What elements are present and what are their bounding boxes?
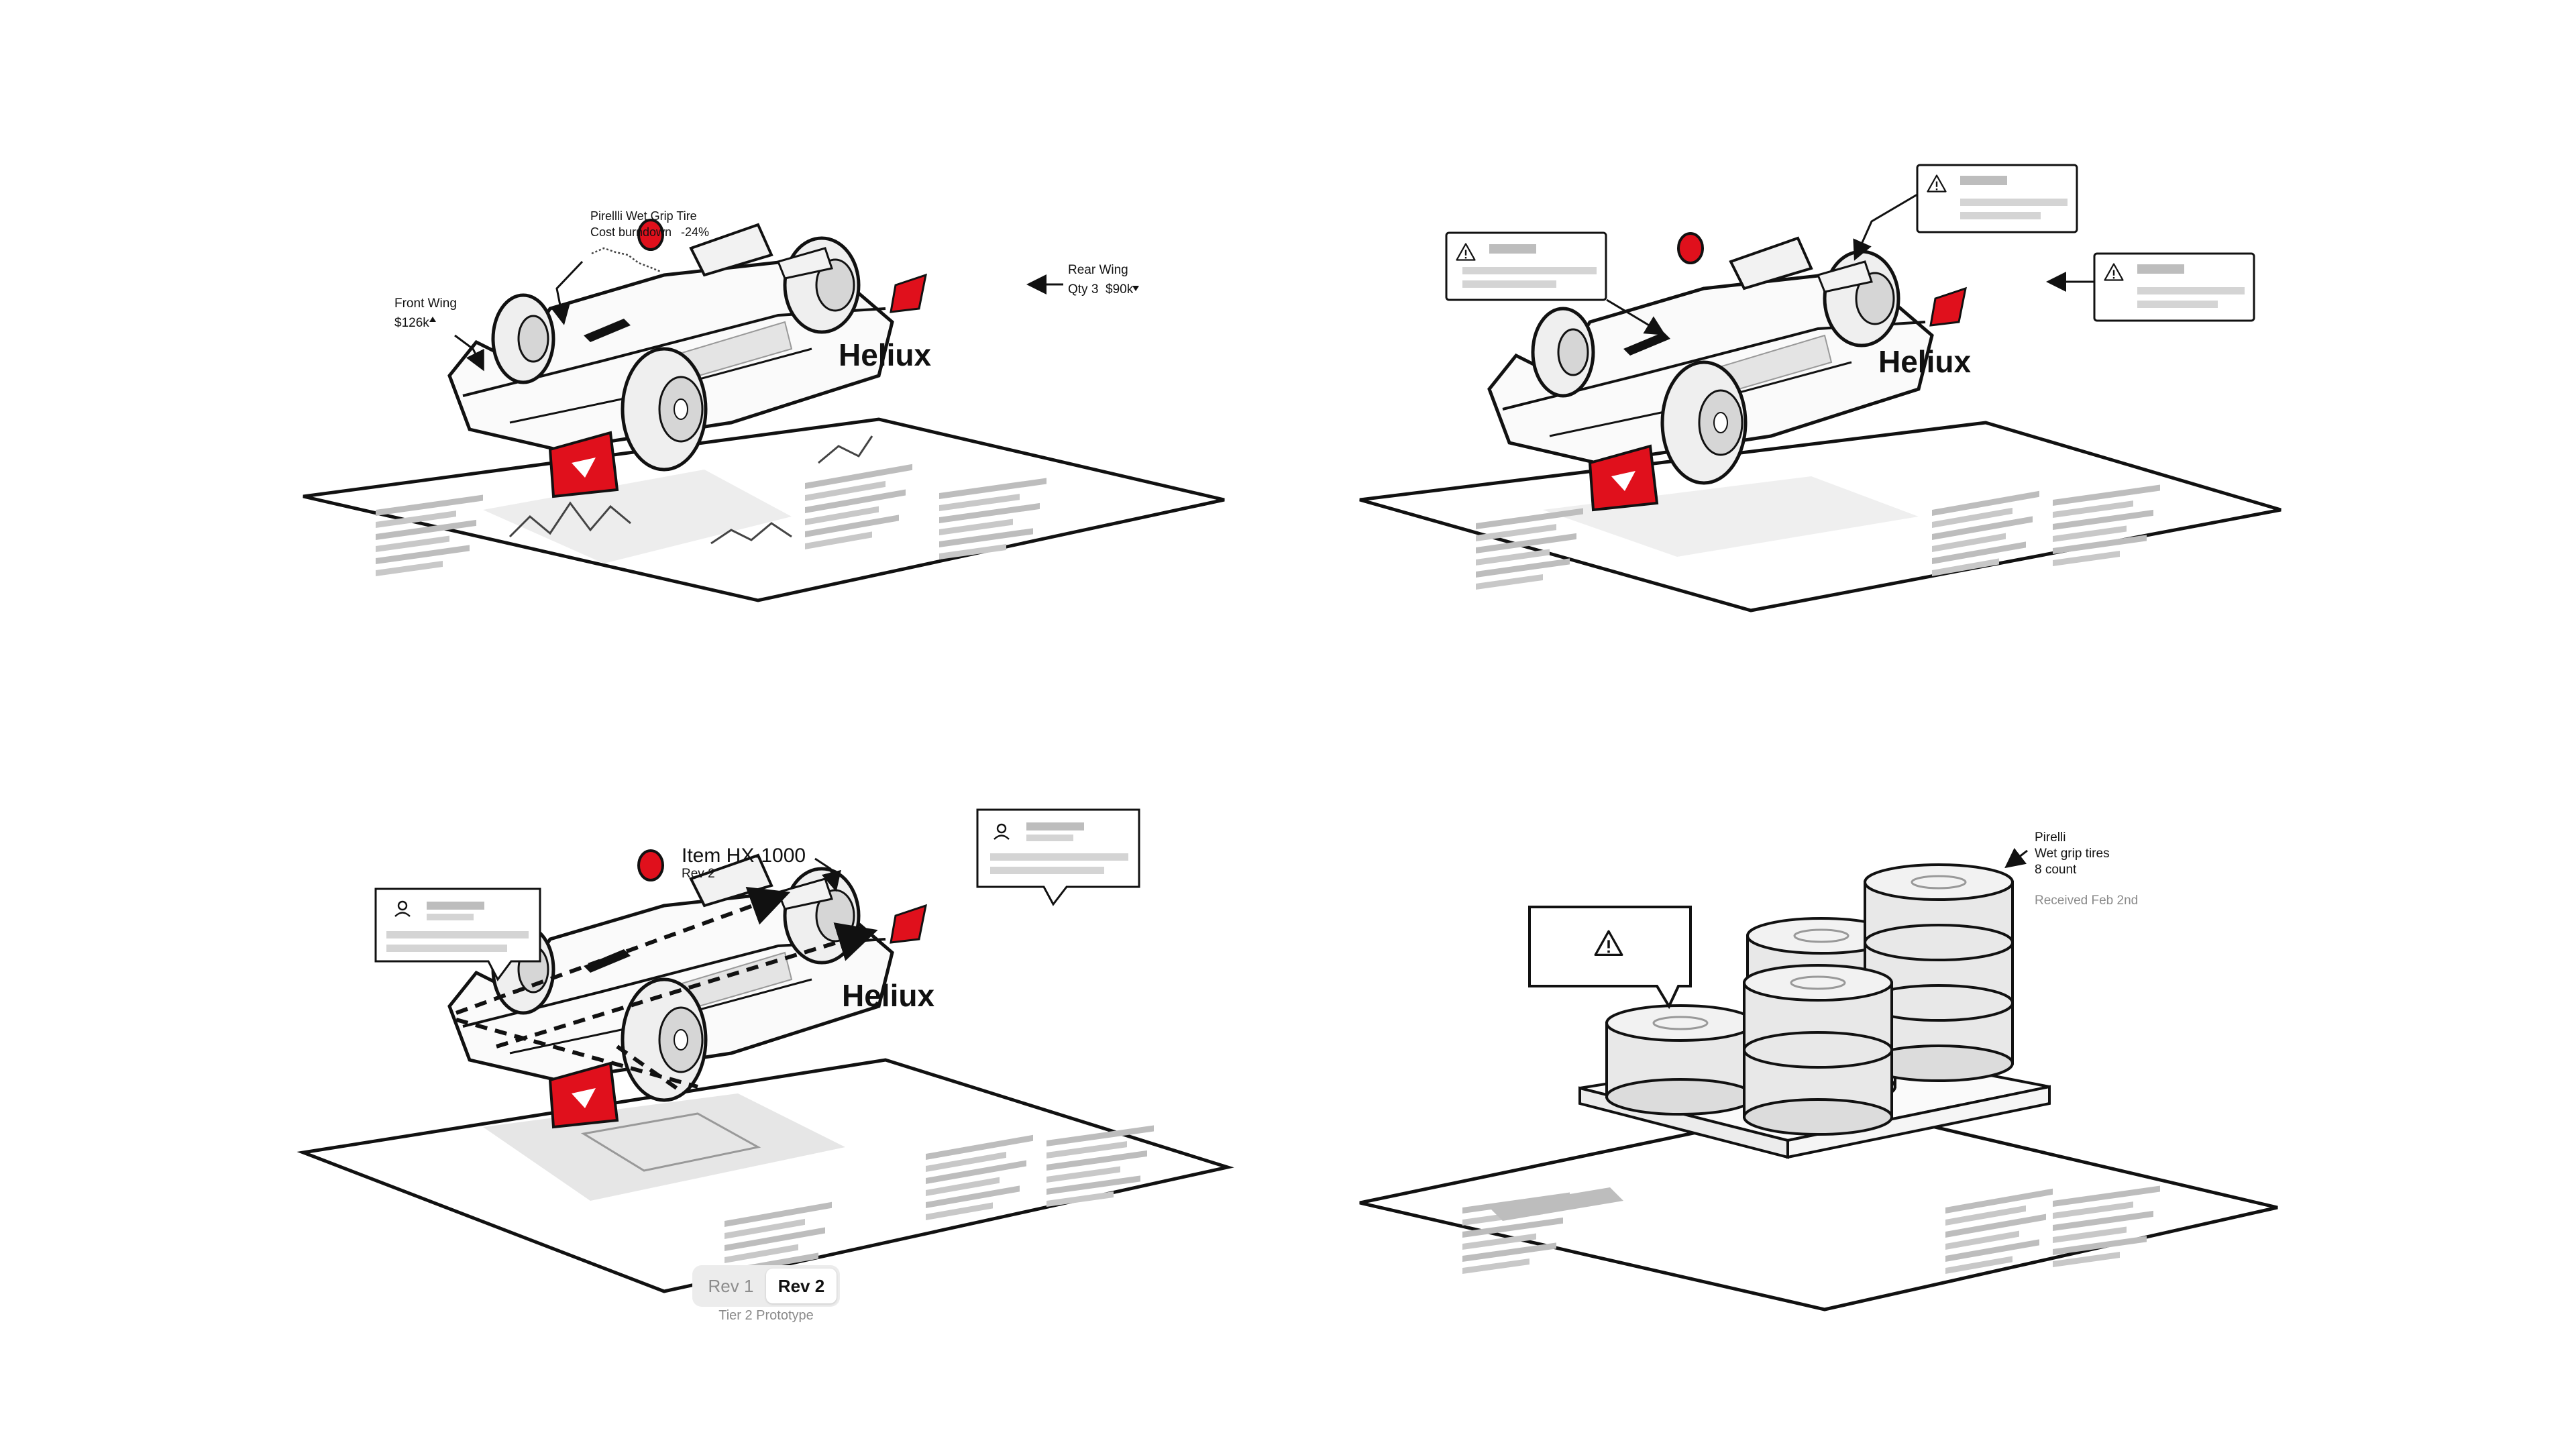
item-label[interactable]: Item HX-1000 Rev 2 (682, 845, 841, 892)
item-rev: Rev 2 (682, 867, 715, 881)
panel-cost-overview: Heliux Pirellli Wet Grip Tire Cost burnd… (303, 209, 1225, 602)
tire (1605, 1004, 1756, 1116)
tire (1743, 964, 1893, 1136)
item-title: Item HX-1000 (682, 845, 806, 867)
tire-stack[interactable] (1605, 863, 2014, 1136)
inventory-brand: Pirelli (2035, 830, 2065, 845)
brand-logo: Heliux (1878, 344, 1971, 379)
panel-revision: Heliux Item HX-1000 Rev 2 (297, 808, 1234, 1293)
brand-logo: Heliux (839, 337, 931, 372)
rev-2-option[interactable]: Rev 2 (766, 1269, 837, 1303)
rear-wing-value: $90k (1106, 282, 1134, 297)
trend-up-icon (429, 317, 436, 322)
panel-inventory: Pirelli Wet grip tires 8 count Received … (1359, 830, 2278, 1311)
alert-card-front[interactable] (1445, 231, 1666, 335)
front-wing-name: Front Wing (394, 297, 457, 311)
alert-card-rear[interactable] (2046, 252, 2255, 322)
floor-sheet (1359, 1102, 2278, 1311)
inventory-label[interactable]: Pirelli Wet grip tires 8 count Received … (2004, 830, 2138, 908)
inventory-alert-card[interactable] (1528, 906, 1692, 1010)
inventory-item: Wet grip tires (2035, 847, 2110, 861)
alert-card-halo[interactable] (1853, 164, 2078, 261)
front-wing-callout[interactable]: Front Wing $126k (394, 297, 484, 372)
inventory-count: 8 count (2035, 863, 2077, 877)
rear-wing-qty: Qty 3 (1068, 282, 1098, 297)
comment-card-right[interactable] (976, 808, 1140, 906)
rear-wing-name: Rear Wing (1068, 263, 1128, 277)
revision-caption: Tier 2 Prototype (718, 1308, 814, 1323)
panel-alerts: Heliux (1359, 164, 2282, 612)
tire-callout-label: Cost burndown (590, 225, 672, 239)
tire-callout-title: Pirellli Wet Grip Tire (590, 209, 697, 223)
trend-down-icon (1132, 286, 1139, 291)
revision-overlay-arrows (455, 886, 878, 1095)
tire-cost-callout[interactable]: Pirellli Wet Grip Tire Cost burndown -24… (550, 209, 709, 325)
inventory-received: Received Feb 2nd (2035, 894, 2138, 908)
rev-1-option[interactable]: Rev 1 (708, 1275, 754, 1296)
cost-burndown-sparkline (591, 247, 661, 273)
rear-wing-callout[interactable]: Rear Wing Qty 3 $90k (1026, 263, 1139, 297)
comment-card-left[interactable] (374, 888, 541, 981)
floor-sheet (1359, 421, 2282, 612)
floor-sheet (303, 417, 1225, 602)
front-wing-value: $126k (394, 316, 429, 330)
brand-logo: Heliux (842, 978, 934, 1013)
floor-sheet (297, 1058, 1234, 1293)
tire-callout-change: -24% (681, 225, 709, 239)
revision-toggle[interactable]: Rev 1 Rev 2 (692, 1265, 840, 1307)
